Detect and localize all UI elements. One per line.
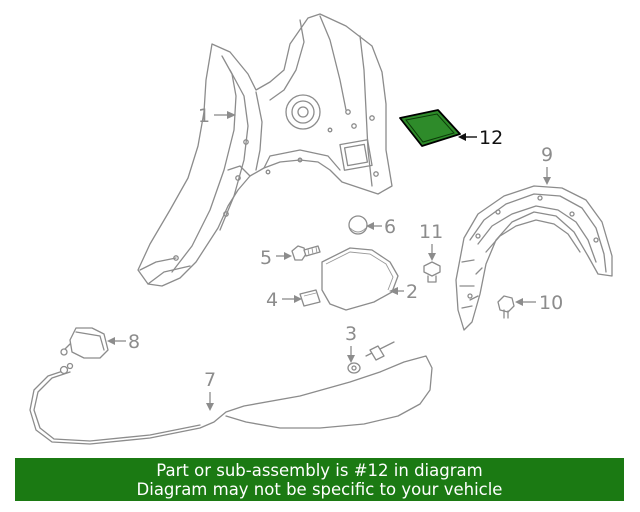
callout-label-9: 9 bbox=[541, 144, 553, 166]
callout-label-12: 12 bbox=[479, 127, 503, 149]
callout-11: 11 bbox=[419, 221, 443, 261]
callout-7: 7 bbox=[204, 369, 216, 411]
callout-12: 12 bbox=[458, 127, 503, 149]
callout-4: 4 bbox=[266, 289, 302, 311]
release-cable-part-7 bbox=[29, 341, 433, 445]
grommet-part-6 bbox=[348, 215, 368, 235]
quarter-panel-part-1 bbox=[137, 13, 393, 287]
callout-9: 9 bbox=[541, 144, 553, 185]
callout-5: 5 bbox=[260, 247, 292, 269]
callout-10: 10 bbox=[515, 292, 563, 314]
actuator-part-8 bbox=[60, 327, 109, 359]
callout-label-2: 2 bbox=[406, 281, 418, 303]
screw-part-5 bbox=[291, 245, 321, 261]
bracket-part-4 bbox=[299, 289, 321, 307]
clip-part-3 bbox=[347, 362, 361, 374]
banner-line-2: Diagram may not be specific to your vehi… bbox=[136, 480, 503, 499]
clip-part-10 bbox=[497, 295, 515, 319]
callout-label-6: 6 bbox=[384, 216, 396, 238]
callout-label-5: 5 bbox=[260, 247, 272, 269]
fuel-door-part-2 bbox=[321, 247, 399, 311]
highlight-banner: Part or sub-assembly is #12 in diagram D… bbox=[15, 458, 624, 501]
callout-label-1: 1 bbox=[198, 105, 210, 127]
callout-label-7: 7 bbox=[204, 369, 216, 391]
callout-label-3: 3 bbox=[345, 323, 357, 345]
callout-6: 6 bbox=[366, 216, 396, 238]
callout-label-8: 8 bbox=[128, 331, 140, 353]
callout-8: 8 bbox=[107, 331, 140, 353]
parts-diagram: 1 2 3 4 5 6 7 8 9 10 bbox=[29, 13, 613, 445]
cover-panel-part-12 bbox=[399, 109, 461, 147]
clip-part-11 bbox=[423, 261, 441, 283]
callout-1: 1 bbox=[198, 105, 236, 127]
wheel-liner-part-9 bbox=[455, 185, 613, 331]
banner-line-1: Part or sub-assembly is #12 in diagram bbox=[156, 461, 483, 480]
callout-label-10: 10 bbox=[539, 292, 563, 314]
callout-3: 3 bbox=[345, 323, 357, 363]
callout-2: 2 bbox=[389, 281, 418, 303]
callout-label-4: 4 bbox=[266, 289, 278, 311]
callout-label-11: 11 bbox=[419, 221, 443, 243]
